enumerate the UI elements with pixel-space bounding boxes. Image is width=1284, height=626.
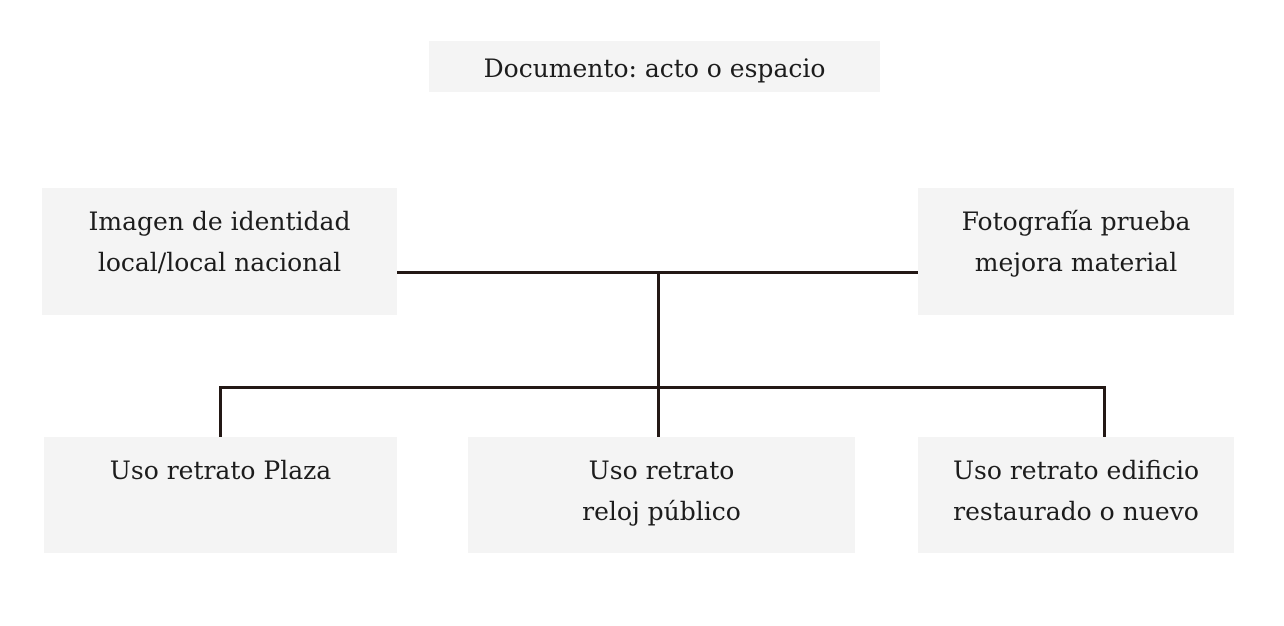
node-identity-line2: local/local nacional bbox=[97, 247, 342, 277]
node-uso-retrato-edificio: Uso retrato edificio restaurado o nuevo bbox=[918, 437, 1234, 553]
edge-drop-to-plaza bbox=[219, 386, 222, 437]
edge-vertical-trunk bbox=[657, 271, 660, 389]
node-plaza-line1: Uso retrato Plaza bbox=[109, 456, 332, 485]
node-photo-line1: Fotografía prueba bbox=[961, 207, 1191, 236]
node-building-line2: restaurado o nuevo bbox=[953, 496, 1199, 526]
node-clock-line1: Uso retrato bbox=[588, 456, 735, 485]
node-documento-acto-o-espacio: Documento: acto o espacio bbox=[429, 41, 880, 92]
edge-drop-to-clock bbox=[657, 386, 660, 437]
node-uso-retrato-reloj-publico: Uso retrato reloj público bbox=[468, 437, 855, 553]
node-title-label: Documento: acto o espacio bbox=[483, 54, 826, 83]
node-photo-line2: mejora material bbox=[974, 247, 1178, 277]
edge-bottom-bus bbox=[219, 386, 1106, 389]
edge-drop-to-building bbox=[1103, 386, 1106, 437]
node-identity-line1: Imagen de identidad bbox=[88, 207, 351, 236]
node-building-line1: Uso retrato edificio bbox=[952, 456, 1200, 485]
node-fotografia-prueba: Fotografía prueba mejora material bbox=[918, 188, 1234, 315]
node-clock-line2: reloj público bbox=[582, 496, 741, 526]
node-uso-retrato-plaza: Uso retrato Plaza bbox=[44, 437, 397, 553]
node-imagen-de-identidad: Imagen de identidad local/local nacional bbox=[42, 188, 397, 315]
